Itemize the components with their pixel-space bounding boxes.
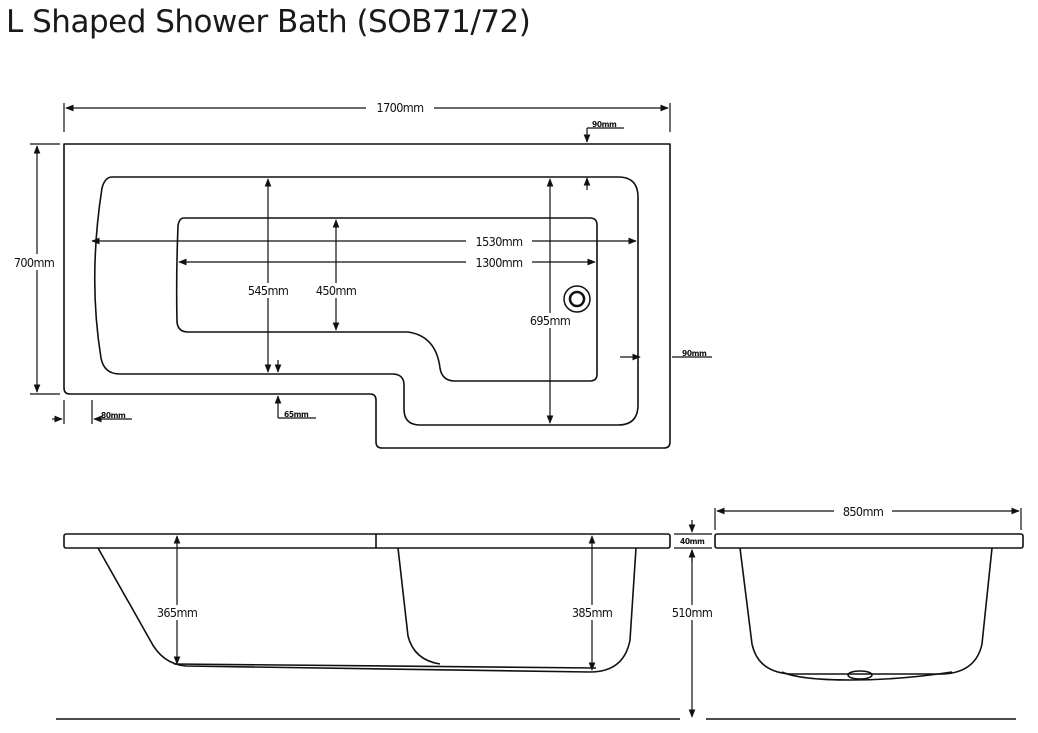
- dim-label-bather-width: 545mm: [248, 283, 288, 298]
- dim-label-overall-length: 1700mm: [377, 100, 424, 115]
- dim-label-rim-left: 80mm: [101, 411, 126, 420]
- plan-view: 1700mm 90mm 700mm 1530mm 1300mm 545mm 45…: [6, 99, 712, 449]
- overall-height-dimension: 510mm: [664, 549, 720, 718]
- dim-label-shower-width: 695mm: [530, 313, 570, 328]
- dim-label-rim-right-side: 90mm: [682, 349, 707, 358]
- side-elevation: 365mm 385mm: [56, 533, 680, 720]
- side-body-outline: [97, 547, 637, 673]
- page-title: L Shaped Shower Bath (SOB71/72): [6, 4, 531, 40]
- dim-label-end-width: 850mm: [843, 504, 883, 519]
- plan-outer-outline: [63, 143, 671, 449]
- waste-outlet-inner: [568, 290, 586, 308]
- dim-label-overall-width: 700mm: [14, 255, 54, 270]
- waste-outlet-icon: [563, 285, 591, 313]
- dim-label-overall-height: 510mm: [672, 605, 712, 620]
- dim-label-rim-thickness: 40mm: [680, 537, 705, 546]
- end-rim: [714, 533, 1024, 549]
- end-body-outline: [739, 547, 993, 675]
- dim-label-floor-length: 1300mm: [476, 255, 523, 270]
- plan-floor-area: [175, 217, 598, 382]
- dim-label-floor-width: 450mm: [316, 283, 356, 298]
- dim-label-rim-front: 65mm: [284, 410, 309, 419]
- rim-thickness-dimension: 40mm: [674, 520, 712, 562]
- end-elevation: 850mm: [706, 503, 1024, 720]
- plan-inner-basin: [93, 176, 639, 426]
- dim-label-depth-right: 385mm: [572, 605, 612, 620]
- side-rim: [63, 533, 671, 549]
- dim-label-rim-right-top: 90mm: [592, 120, 617, 129]
- dim-label-depth-left: 365mm: [157, 605, 197, 620]
- dim-label-inner-length: 1530mm: [476, 234, 523, 249]
